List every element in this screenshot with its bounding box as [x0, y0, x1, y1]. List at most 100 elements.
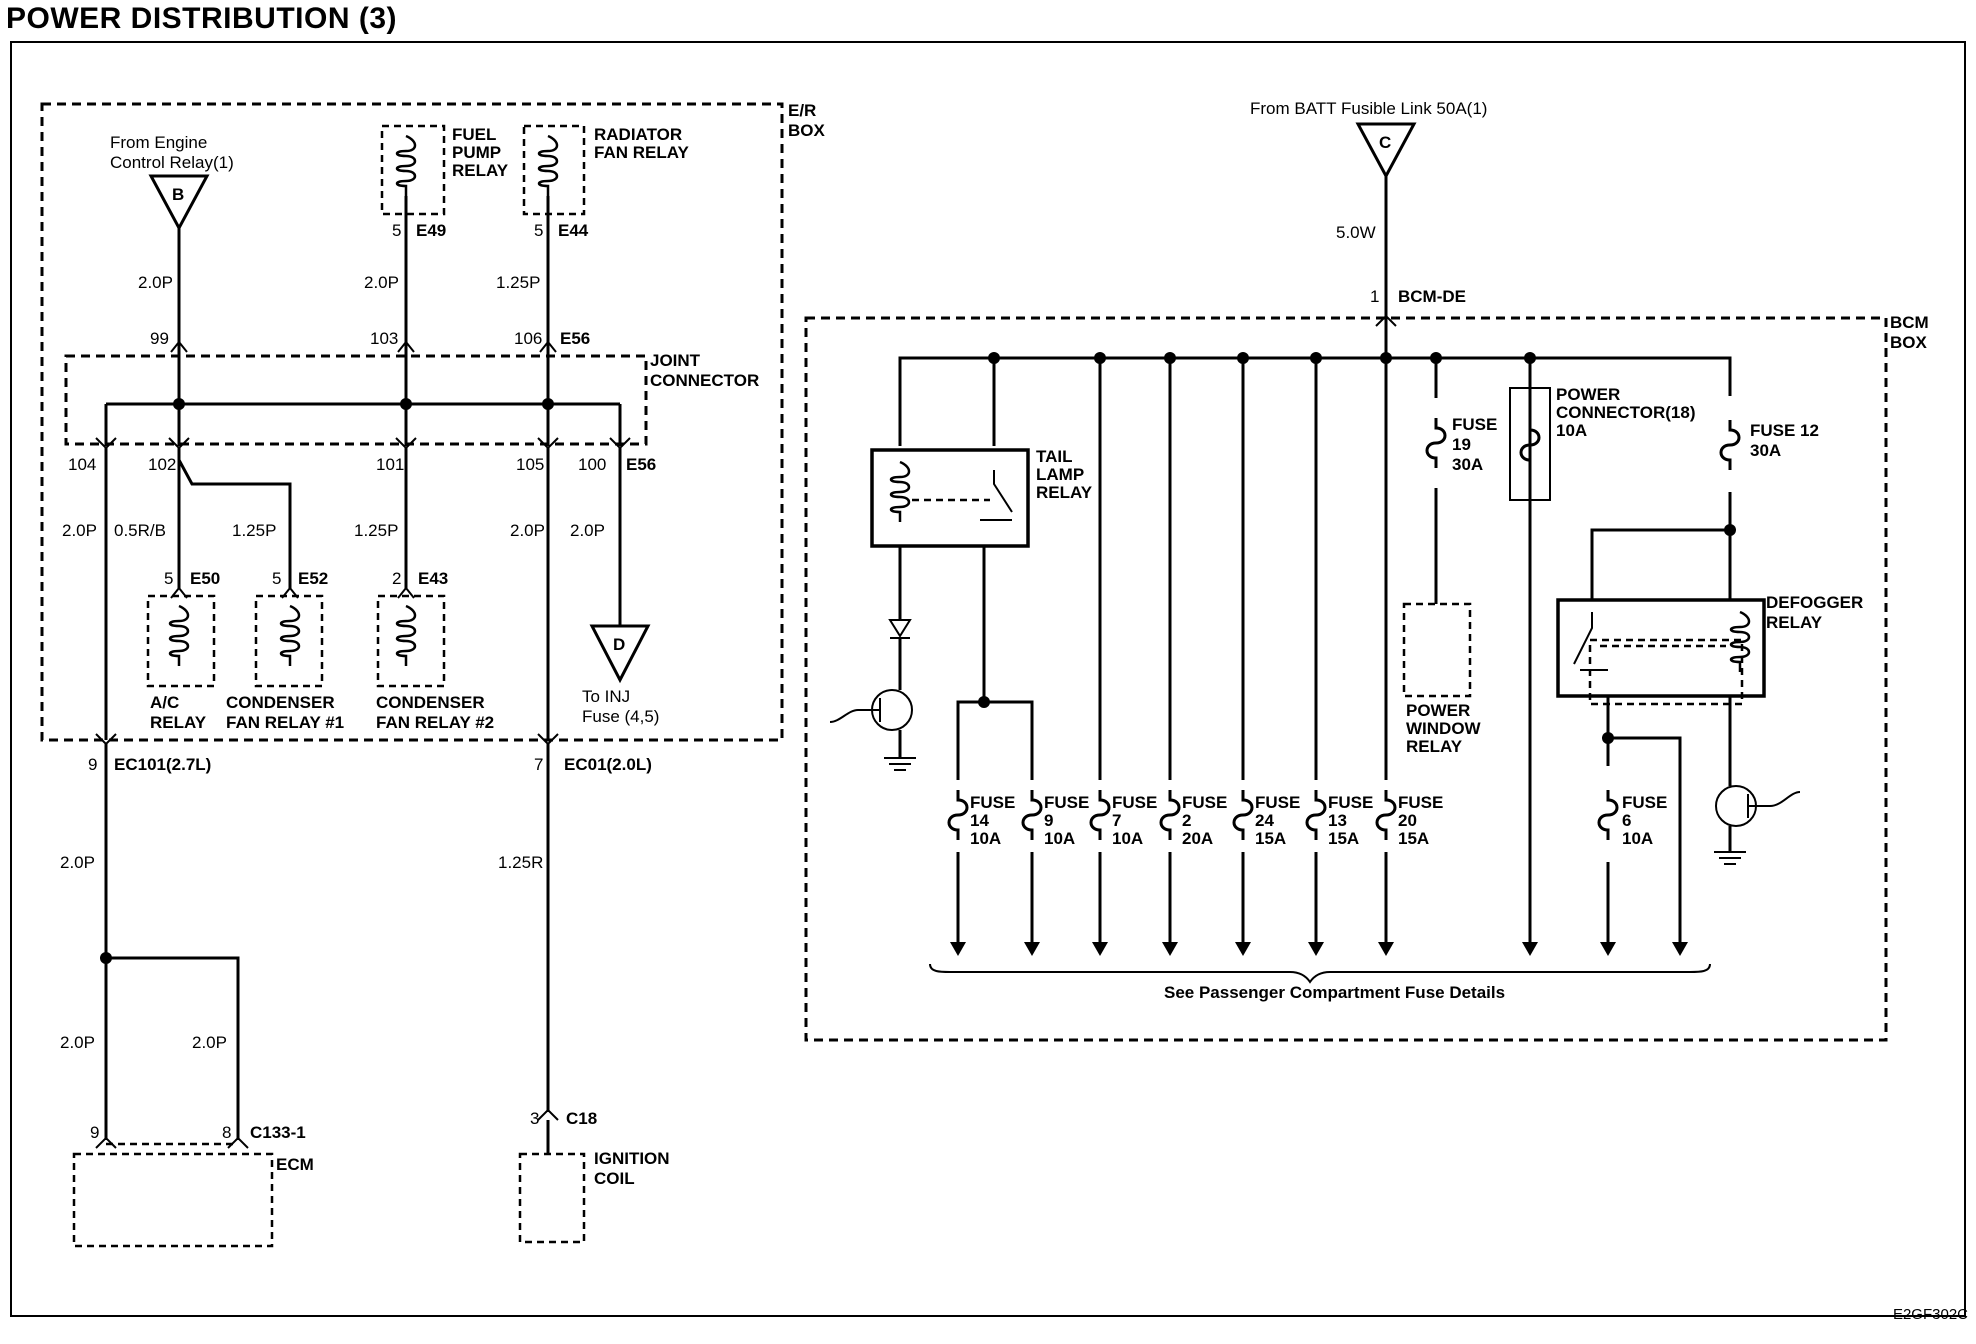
- wire-main-label: 5.0W: [1336, 223, 1376, 242]
- pin-103: 103: [370, 329, 398, 348]
- joint-connector: [64, 354, 648, 446]
- fuse-9: FUSE 9 10A: [1021, 780, 1089, 852]
- connector-arrow: [281, 586, 299, 599]
- er-box-label: BOX: [788, 121, 826, 140]
- svg-text:FUSE: FUSE: [1255, 793, 1300, 812]
- conn-e56-top: E56: [560, 329, 590, 348]
- svg-text:2: 2: [1182, 811, 1191, 830]
- power-window-relay-label: POWER: [1406, 701, 1470, 720]
- connector-arrow: [397, 586, 415, 599]
- wire-104-label: 2.0P: [62, 521, 97, 540]
- wire-102: [177, 448, 292, 588]
- power-connector-label: 10A: [1556, 421, 1587, 440]
- svg-text:15A: 15A: [1398, 829, 1429, 848]
- svg-text:FUSE: FUSE: [970, 793, 1015, 812]
- svg-text:15A: 15A: [1255, 829, 1286, 848]
- tail-relay-switch: [980, 470, 1013, 521]
- fuel-pump-relay: [380, 124, 446, 216]
- fuse-19-label: 30A: [1452, 455, 1483, 474]
- bcm-box-outline: [804, 316, 1888, 1042]
- wire-101-label: 1.25P: [354, 521, 398, 540]
- condenser-fan-relay-2: [376, 594, 446, 688]
- svg-text:FUSE: FUSE: [1328, 793, 1373, 812]
- wire-ecm8: [106, 956, 240, 1140]
- pin-e43: 2: [392, 569, 401, 588]
- tail-lamp-relay-label: LAMP: [1036, 465, 1084, 484]
- conn-e56-bot: E56: [626, 455, 656, 474]
- wire-ecm9-label: 2.0P: [60, 1033, 95, 1052]
- power-connector-label: POWER: [1556, 385, 1620, 404]
- transistor-base: [829, 698, 881, 723]
- connector-arrow: [170, 586, 188, 599]
- fuel-pump-relay-label: PUMP: [452, 143, 501, 162]
- fuse-12-label: 30A: [1750, 441, 1781, 460]
- ground-icon: [1714, 851, 1746, 865]
- wire-102-label: 0.5R/B: [114, 521, 166, 540]
- output-arrow: [1235, 942, 1251, 956]
- dest-d-triangle: [589, 624, 651, 684]
- fuse-13: FUSE 13 15A: [1305, 780, 1373, 852]
- svg-text:15A: 15A: [1328, 829, 1359, 848]
- svg-text:FUSE: FUSE: [1398, 793, 1443, 812]
- tail-branch: [956, 700, 1034, 776]
- wire-b-label: 2.0P: [138, 273, 173, 292]
- pin-ecm9: 9: [90, 1123, 99, 1142]
- fuse-19-label: FUSE: [1452, 415, 1497, 434]
- ecm-label: ECM: [276, 1155, 314, 1174]
- ground-icon: [884, 757, 916, 771]
- pin-7: 7: [534, 755, 543, 774]
- svg-text:10A: 10A: [970, 829, 1001, 848]
- dest-d-to: To INJ: [582, 687, 630, 706]
- transistor-base: [1747, 791, 1801, 818]
- fuse-6-label: 6: [1622, 811, 1631, 830]
- fuse-12-feed: [1530, 356, 1732, 530]
- svg-text:FUSE: FUSE: [1182, 793, 1227, 812]
- connector-arrow: [1375, 314, 1397, 327]
- pin-e50: 5: [164, 569, 173, 588]
- ecm: [72, 1152, 274, 1248]
- source-b-triangle: [148, 174, 210, 232]
- defogger-relay: [1556, 598, 1766, 698]
- wire-105-label: 2.0P: [510, 521, 545, 540]
- svg-text:FUSE: FUSE: [1044, 793, 1089, 812]
- source-b-from: Control Relay(1): [110, 153, 234, 172]
- pin-3: 3: [530, 1109, 539, 1128]
- pin-99: 99: [150, 329, 169, 348]
- pin-e49: 5: [392, 221, 401, 240]
- wire-100-label: 2.0P: [570, 521, 605, 540]
- conn-c18: C18: [566, 1109, 597, 1128]
- er-box-outline: [40, 102, 784, 742]
- radiator-fan-relay: [522, 124, 586, 216]
- wire-102b-label: 1.25P: [232, 521, 276, 540]
- svg-text:14: 14: [970, 811, 989, 830]
- svg-text:7: 7: [1112, 811, 1121, 830]
- conn-bcm-de: BCM-DE: [1398, 287, 1466, 306]
- joint-connector-label: CONNECTOR: [650, 371, 759, 390]
- svg-text:20: 20: [1398, 811, 1417, 830]
- fuse-6-label: FUSE: [1622, 793, 1667, 812]
- pin-100: 100: [578, 455, 606, 474]
- power-window-relay: [1402, 602, 1472, 698]
- pin-104: 104: [68, 455, 96, 474]
- svg-text:FUSE: FUSE: [1112, 793, 1157, 812]
- defogger-switch: [1573, 612, 1608, 671]
- source-c-letter: C: [1379, 133, 1391, 152]
- er-box: E/R BOX From Engine Control Relay(1) B 2…: [40, 101, 826, 742]
- conn-e50: E50: [190, 569, 220, 588]
- conn-e52: E52: [298, 569, 328, 588]
- output-arrow: [1378, 942, 1394, 956]
- bcm-box-label: BOX: [1890, 333, 1928, 352]
- tail-lamp-relay-label: RELAY: [1036, 483, 1093, 502]
- fuse-details-brace: [929, 963, 1711, 984]
- ignition-coil: [518, 1152, 586, 1244]
- wire-ecm8-label: 2.0P: [192, 1033, 227, 1052]
- left-lower-circuit: 9 EC101(2.7L) 2.0P 2.0P 2.0P 9 8 C133-1 …: [60, 733, 670, 1248]
- fuse-19-label: 19: [1452, 435, 1471, 454]
- fuse-20: FUSE 20 15A: [1375, 780, 1443, 852]
- tail-lamp-relay: [870, 448, 1030, 548]
- bcm-box: From BATT Fusible Link 50A(1) C 5.0W 1 B…: [804, 99, 1929, 1042]
- conn-e44: E44: [558, 221, 589, 240]
- defogger-inner: [1588, 638, 1744, 706]
- output-arrow: [1162, 942, 1178, 956]
- power-window-relay-label: RELAY: [1406, 737, 1463, 756]
